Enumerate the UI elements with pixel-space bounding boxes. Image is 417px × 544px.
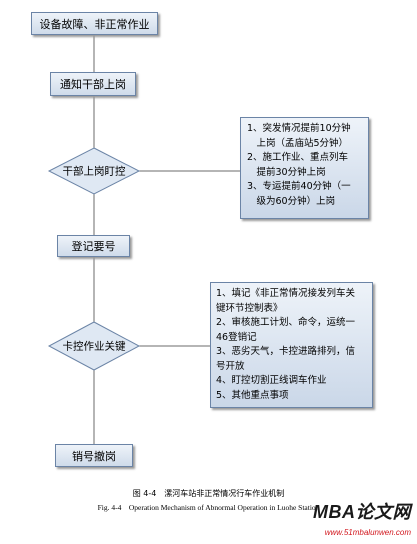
watermark-brand: MBA论文网 <box>313 502 411 522</box>
note-line: 键环节控制表》 <box>216 302 283 314</box>
note-line: 上岗（孟庙站5分钟） <box>247 137 349 149</box>
decision-diamond-1 <box>47 147 141 195</box>
note-line: 3、专运提前40分钟（一 <box>247 181 351 192</box>
flow-step-notify-label: 通知干部上岗 <box>60 78 126 91</box>
note-line: 4、盯控切割正线调车作业 <box>216 375 327 386</box>
flow-step-cancel: 销号撤岗 <box>55 444 133 467</box>
watermark-url: www.51mbalunwen.com <box>324 528 411 537</box>
note-line: 1、填记《非正常情况接发列车关 <box>216 288 356 299</box>
decision-2-label: 卡控作业关键 <box>62 340 126 353</box>
flow-step-register-label: 登记要号 <box>71 240 116 253</box>
note-cadre-timing: 1、突发情况提前10分钟 上岗（孟庙站5分钟） 2、施工作业、重点列车 提前30… <box>240 117 369 219</box>
note-line: 号开放 <box>216 360 245 372</box>
decision-1-label: 干部上岗盯控 <box>62 165 126 178</box>
figure-caption-cn: 图 4-4 漯河车站非正常情况行车作业机制 <box>132 489 285 498</box>
flow-step-notify: 通知干部上岗 <box>50 72 136 96</box>
flow-step-fault: 设备故障、非正常作业 <box>31 12 158 35</box>
flow-step-cancel-label: 销号撤岗 <box>72 449 116 463</box>
decision-diamond-2 <box>47 321 141 371</box>
note-line: 提前30分钟上岗 <box>247 166 326 178</box>
figure-caption-en: Fig. 4-4 Operation Mechanism of Abnormal… <box>97 503 320 512</box>
flow-step-register: 登记要号 <box>57 235 130 257</box>
note-line: 2、施工作业、重点列车 <box>247 152 349 163</box>
note-key-controls: 1、填记《非正常情况接发列车关 键环节控制表》 2、审核施工计划、命令，运统一 … <box>210 282 373 408</box>
note-line: 1、突发情况提前10分钟 <box>247 123 351 134</box>
note-line: 5、其他重点事项 <box>216 389 289 401</box>
note-line: 2、审核施工计划、命令，运统一 <box>216 317 356 328</box>
flow-step-fault-label: 设备故障、非正常作业 <box>39 17 150 31</box>
note-line: 46登销记 <box>216 331 257 343</box>
note-line: 级为60分钟）上岗 <box>247 195 336 207</box>
note-line: 3、恶劣天气，卡控进路排列，信 <box>216 346 356 357</box>
